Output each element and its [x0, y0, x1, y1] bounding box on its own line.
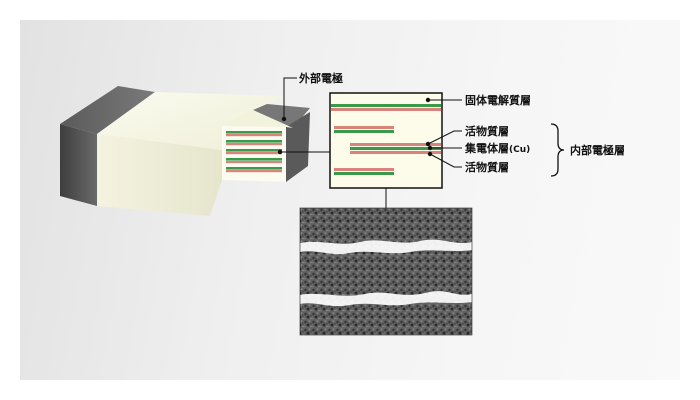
- active-material-top-callout: 活物質層: [425, 124, 509, 147]
- solid-electrolyte-label: 固体電解質層: [465, 93, 531, 107]
- external-electrode-label: 外部電極: [298, 71, 343, 85]
- internal-electrode-brace: [550, 123, 565, 177]
- active-material-top-label: 活物質層: [465, 124, 509, 138]
- cutaway-step: [222, 110, 293, 128]
- chip-body-front: [97, 134, 222, 216]
- layer-detail-box: [329, 92, 443, 189]
- left-electrode-top: [60, 86, 155, 134]
- active-material-bottom-label: 活物質層: [465, 160, 509, 174]
- solid-electrolyte-callout: 固体電解質層: [425, 93, 531, 107]
- right-electrode-front: [286, 112, 310, 182]
- cutaway-layers: [226, 131, 282, 173]
- current-collector-callout: 集電体層(Cu): [427, 141, 530, 155]
- sem-micrograph: [299, 207, 473, 336]
- chip-body-top: [97, 92, 285, 150]
- left-electrode-front: [60, 124, 97, 206]
- sem-collector-band-upper: [300, 239, 472, 255]
- sem-collector-band-lower: [300, 291, 472, 307]
- current-collector-label: 集電体層(Cu): [464, 141, 530, 155]
- internal-electrode-label: 内部電極層: [570, 143, 625, 157]
- chip-3d-model: [60, 86, 310, 216]
- external-electrode-callout: 外部電極: [281, 71, 343, 122]
- active-material-bottom-callout: 活物質層: [427, 151, 509, 174]
